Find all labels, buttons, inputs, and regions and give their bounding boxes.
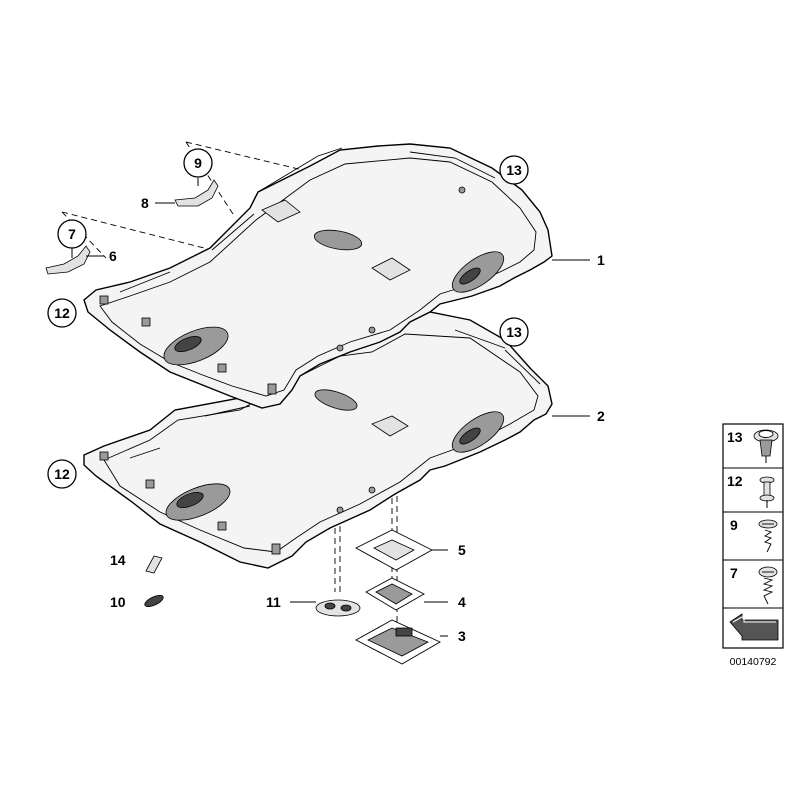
callout-circle-13a [499,155,529,185]
part-11-lamp [315,599,361,617]
callout-4: 4 [458,594,466,610]
callout-3: 3 [458,628,466,644]
callout-circle-9 [183,148,213,178]
leader-lines [71,178,590,637]
callout-6: 6 [109,248,117,264]
headliner-lower [83,311,553,569]
callout-8: 8 [141,195,149,211]
headliner-upper [83,143,553,409]
fastener-legend: 13 12 9 7 [722,423,784,649]
callout-circle-12a [47,298,77,328]
reference-number: 00140792 [730,656,777,668]
callout-circle-12b [47,459,77,489]
callout-13: 13 [506,324,522,340]
callout-13: 13 [506,162,522,178]
callout-1: 1 [597,252,605,268]
callout-circle-7 [57,219,87,249]
legend-label-13: 13 [727,429,743,445]
part-3-housing [355,619,441,665]
part-5-frame [355,529,433,571]
screw-icon [758,566,778,605]
part-14-clip [145,555,163,574]
callout-7: 7 [68,226,76,242]
clip-icon [753,429,779,463]
legend-label-9: 9 [730,517,738,533]
callout-14: 14 [110,552,126,568]
legend-label-12: 12 [727,473,743,489]
callout-11: 11 [266,594,281,610]
legend-label-7: 7 [730,565,738,581]
bracket-part-9 [174,179,219,207]
callout-circle-13b [499,317,529,347]
callout-12: 12 [54,466,70,482]
part-4-frame [365,577,425,611]
callout-12: 12 [54,305,70,321]
screw-icon [758,519,778,553]
callout-9: 9 [194,155,202,171]
part-10-grommet [144,595,164,607]
bracket-part-7 [45,245,91,275]
callout-2: 2 [597,408,605,424]
callout-5: 5 [458,542,466,558]
expanding-rivet-icon [759,476,775,508]
direction-arrow-icon [729,613,779,641]
callout-10: 10 [110,594,126,610]
